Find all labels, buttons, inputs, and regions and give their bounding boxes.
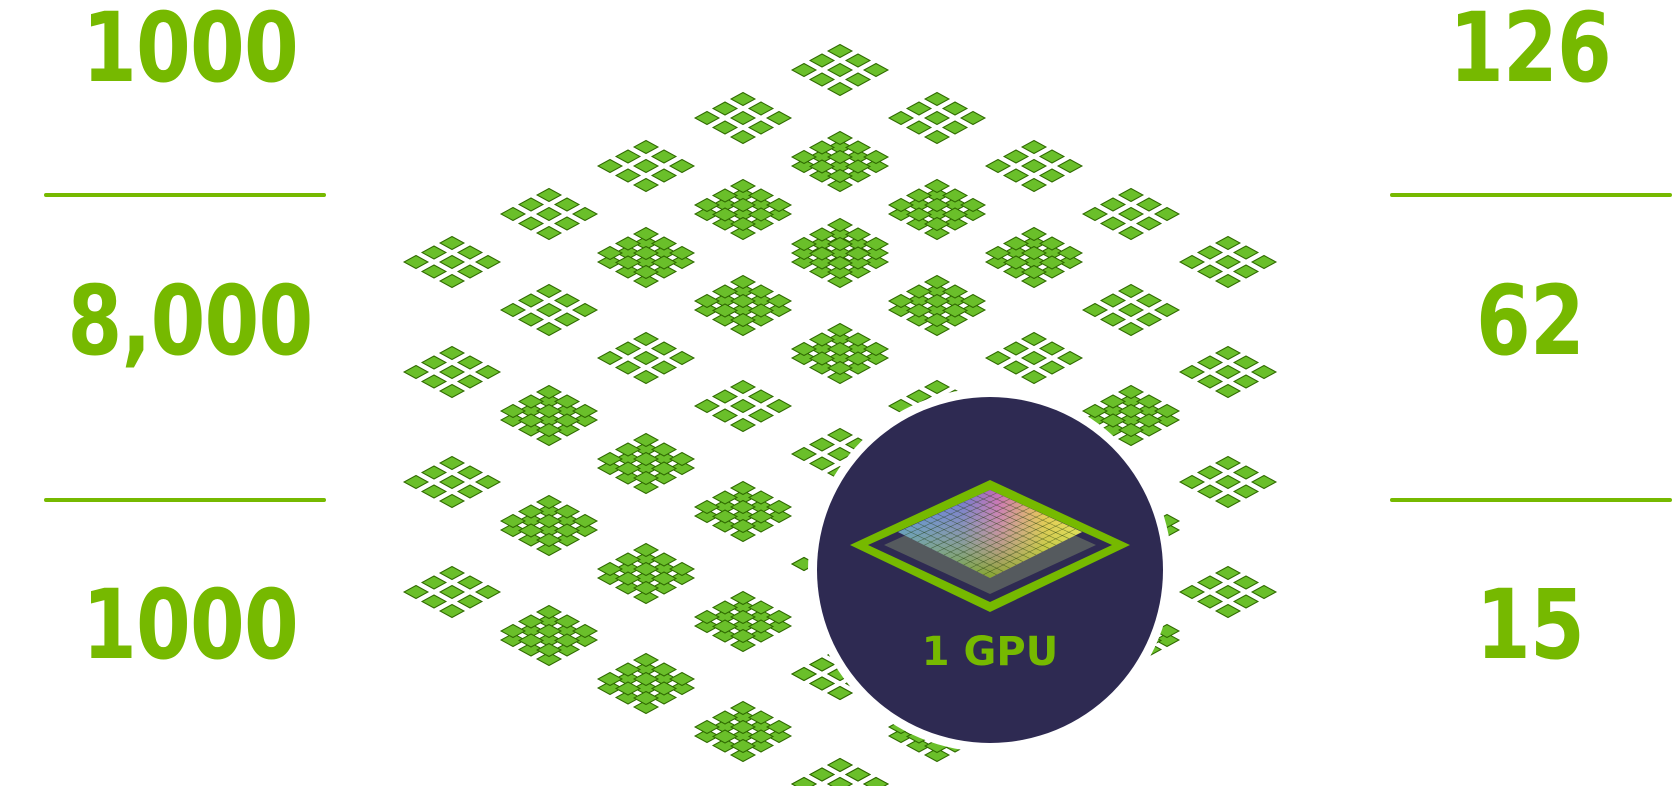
cpu-cluster <box>402 345 502 399</box>
cpu-cluster <box>1081 187 1181 241</box>
cpu-cluster <box>1178 345 1278 399</box>
cpu-cluster <box>984 226 1084 289</box>
cpu-cluster <box>984 331 1084 385</box>
cpu-cluster <box>790 322 890 385</box>
gpu-label: 1 GPU <box>922 629 1058 675</box>
cpu-cluster <box>499 283 599 337</box>
left-top-divider <box>44 193 326 197</box>
cpu-cluster <box>1081 283 1181 337</box>
cpu-cluster <box>984 139 1084 193</box>
cpu-cluster <box>887 91 987 145</box>
cpu-cluster <box>790 43 890 97</box>
cpu-cluster <box>499 187 599 241</box>
cpu-cluster <box>790 217 890 289</box>
cpu-cluster <box>596 542 696 605</box>
cpu-cluster <box>693 700 793 763</box>
cpu-cluster <box>499 604 599 667</box>
cpu-cluster <box>499 384 599 447</box>
left-middle-stat: 8,000 <box>67 265 314 377</box>
cpu-cluster <box>790 130 890 193</box>
right-middle-stat: 62 <box>1476 265 1585 377</box>
cpu-cluster <box>596 226 696 289</box>
cpu-cluster <box>402 455 502 509</box>
cpu-cluster <box>596 139 696 193</box>
cpu-cluster <box>887 178 987 241</box>
right-top-stat: 126 <box>1449 0 1612 104</box>
cpu-cluster <box>693 91 793 145</box>
gpu-chip-icon <box>850 480 1130 612</box>
cpu-cluster <box>596 331 696 385</box>
gpu-badge <box>808 388 1172 752</box>
cpu-cluster <box>693 590 793 653</box>
cpu-cluster <box>596 652 696 715</box>
cpu-cluster <box>693 178 793 241</box>
cpu-cluster <box>693 379 793 433</box>
cpu-cluster <box>1178 565 1278 619</box>
cpu-cluster-grid <box>402 43 1278 786</box>
cpu-cluster <box>596 432 696 495</box>
cpu-cluster <box>499 494 599 557</box>
cpu-cluster <box>1178 235 1278 289</box>
right-top-divider <box>1390 193 1672 197</box>
cpu-cluster <box>693 274 793 337</box>
cpu-cluster <box>1178 455 1278 509</box>
cpu-cluster <box>887 274 987 337</box>
cpu-cluster <box>693 480 793 543</box>
cpu-cluster <box>790 757 890 786</box>
right-bottom-stat: 15 <box>1476 569 1585 681</box>
left-bottom-stat: 1000 <box>82 569 299 681</box>
left-top-stat: 1000 <box>82 0 299 104</box>
cpu-cluster <box>402 565 502 619</box>
cpu-cluster <box>402 235 502 289</box>
left-bottom-divider <box>44 498 326 502</box>
right-bottom-divider <box>1390 498 1672 502</box>
